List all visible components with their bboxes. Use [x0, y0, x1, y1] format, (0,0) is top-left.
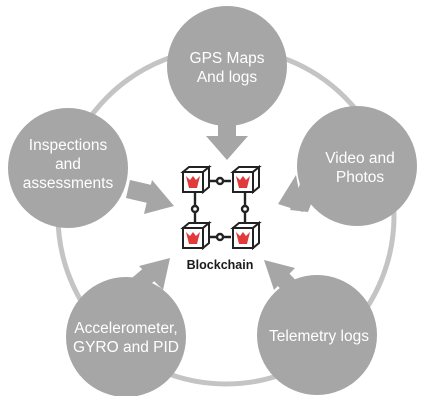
node-label-line: Photos [336, 169, 385, 186]
block-cube [230, 164, 262, 195]
node-circle [167, 6, 287, 126]
block-cube [180, 220, 212, 251]
node-circle [257, 275, 377, 395]
node-label-line: assessments [23, 175, 114, 192]
arrow-inspections-to-center [126, 180, 174, 214]
node-label-line: Video and [325, 150, 395, 167]
node-label-line: Inspections [29, 137, 108, 154]
node-label-line: and [55, 156, 81, 173]
node-circle [297, 106, 417, 226]
blockchain-icon: Blockchain [180, 164, 262, 272]
node-video: Video and Photos [297, 106, 417, 226]
block-cube [180, 164, 212, 195]
arrows-group [120, 112, 318, 302]
chain-links [190, 176, 250, 242]
node-label-line: Telemetry logs [269, 328, 369, 345]
node-telemetry: Telemetry logs [257, 275, 377, 395]
node-gps: GPS Maps And logs [167, 6, 287, 126]
node-circle [66, 277, 186, 396]
center-label: Blockchain [187, 258, 254, 272]
node-label-line: GPS Maps [190, 50, 265, 67]
node-accel: Accelerometer, GYRO and PID [66, 277, 186, 396]
node-label-line: GYRO and PID [73, 339, 179, 356]
node-label-line: Accelerometer, [74, 320, 177, 337]
block-cube [230, 220, 262, 251]
node-label-line: And logs [197, 69, 258, 86]
node-circle [8, 108, 128, 228]
node-inspections: Inspections and assessments [8, 108, 128, 228]
